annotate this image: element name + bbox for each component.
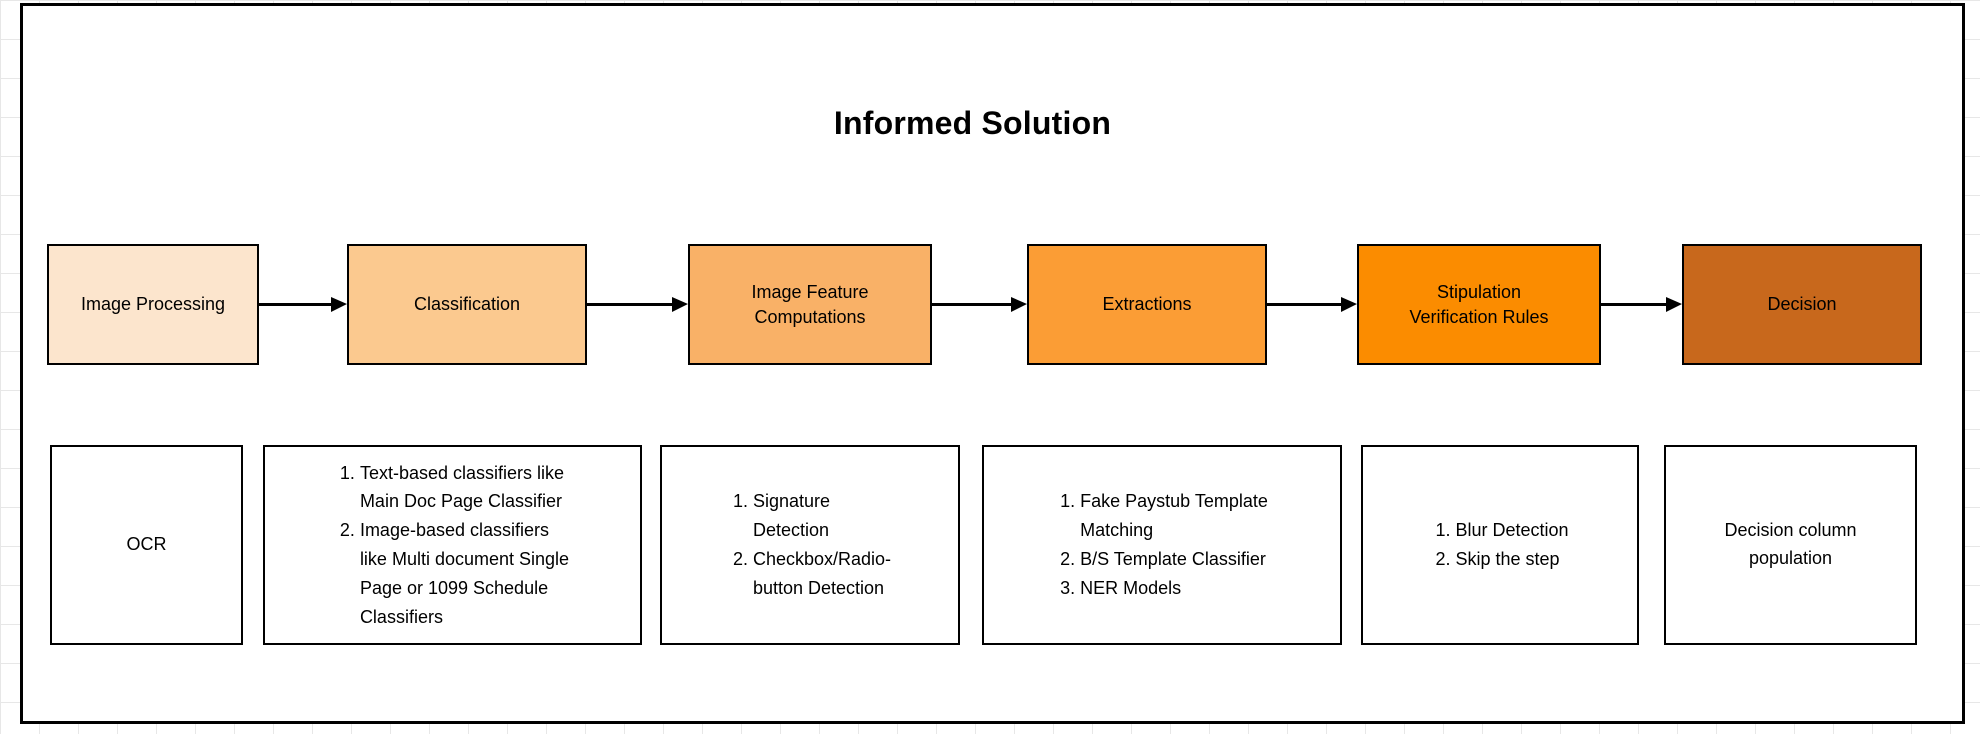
flow-step-label: Classification xyxy=(413,294,521,315)
flow-arrow-2[interactable] xyxy=(587,297,688,312)
diagram-title: Informed Solution xyxy=(833,105,1112,141)
detail-list: Blur DetectionSkip the step xyxy=(1425,516,1574,574)
flow-arrow-4[interactable] xyxy=(1267,297,1357,312)
detail-box-stipulation-verification-rules[interactable]: Blur DetectionSkip the step xyxy=(1361,445,1639,645)
arrowhead-icon xyxy=(1666,297,1682,312)
arrow-line xyxy=(932,303,1014,306)
flow-step-label: Decision xyxy=(1767,294,1837,315)
detail-list: Fake Paystub Template MatchingB/S Templa… xyxy=(1050,487,1274,602)
flow-step-classification[interactable]: Classification xyxy=(347,244,587,365)
flow-step-image-processing[interactable]: Image Processing xyxy=(47,244,259,365)
flow-step-stipulation-verification-rules[interactable]: Stipulation Verification Rules xyxy=(1357,244,1601,365)
arrow-line xyxy=(1267,303,1344,306)
arrowhead-icon xyxy=(1341,297,1357,312)
detail-box-ocr[interactable]: OCR xyxy=(50,445,243,645)
detail-box-extractions[interactable]: Fake Paystub Template MatchingB/S Templa… xyxy=(982,445,1342,645)
detail-box-decision[interactable]: Decision column population xyxy=(1664,445,1917,645)
flow-step-label: Image Feature Computations xyxy=(751,282,869,327)
detail-list: Text-based classifiers like Main Doc Pag… xyxy=(330,459,575,632)
flow-step-label: Extractions xyxy=(1102,294,1192,315)
arrow-line xyxy=(1601,303,1669,306)
flow-arrow-1[interactable] xyxy=(259,297,347,312)
arrow-line xyxy=(587,303,675,306)
flow-step-decision[interactable]: Decision xyxy=(1682,244,1922,365)
detail-list: Signature DetectionCheckbox/Radio- butto… xyxy=(723,487,897,602)
flow-step-label: Stipulation Verification Rules xyxy=(1409,282,1549,327)
detail-box-classification[interactable]: Text-based classifiers like Main Doc Pag… xyxy=(263,445,642,645)
flow-arrow-5[interactable] xyxy=(1601,297,1682,312)
detail-box-image-feature-computations[interactable]: Signature DetectionCheckbox/Radio- butto… xyxy=(660,445,960,645)
flow-step-image-feature-computations[interactable]: Image Feature Computations xyxy=(688,244,932,365)
flow-arrow-3[interactable] xyxy=(932,297,1027,312)
arrowhead-icon xyxy=(672,297,688,312)
flow-step-label: Image Processing xyxy=(80,294,226,315)
detail-text: OCR xyxy=(126,534,167,555)
detail-text: Decision column population xyxy=(1724,520,1857,568)
arrowhead-icon xyxy=(331,297,347,312)
arrowhead-icon xyxy=(1011,297,1027,312)
flow-step-extractions[interactable]: Extractions xyxy=(1027,244,1267,365)
arrow-line xyxy=(259,303,334,306)
